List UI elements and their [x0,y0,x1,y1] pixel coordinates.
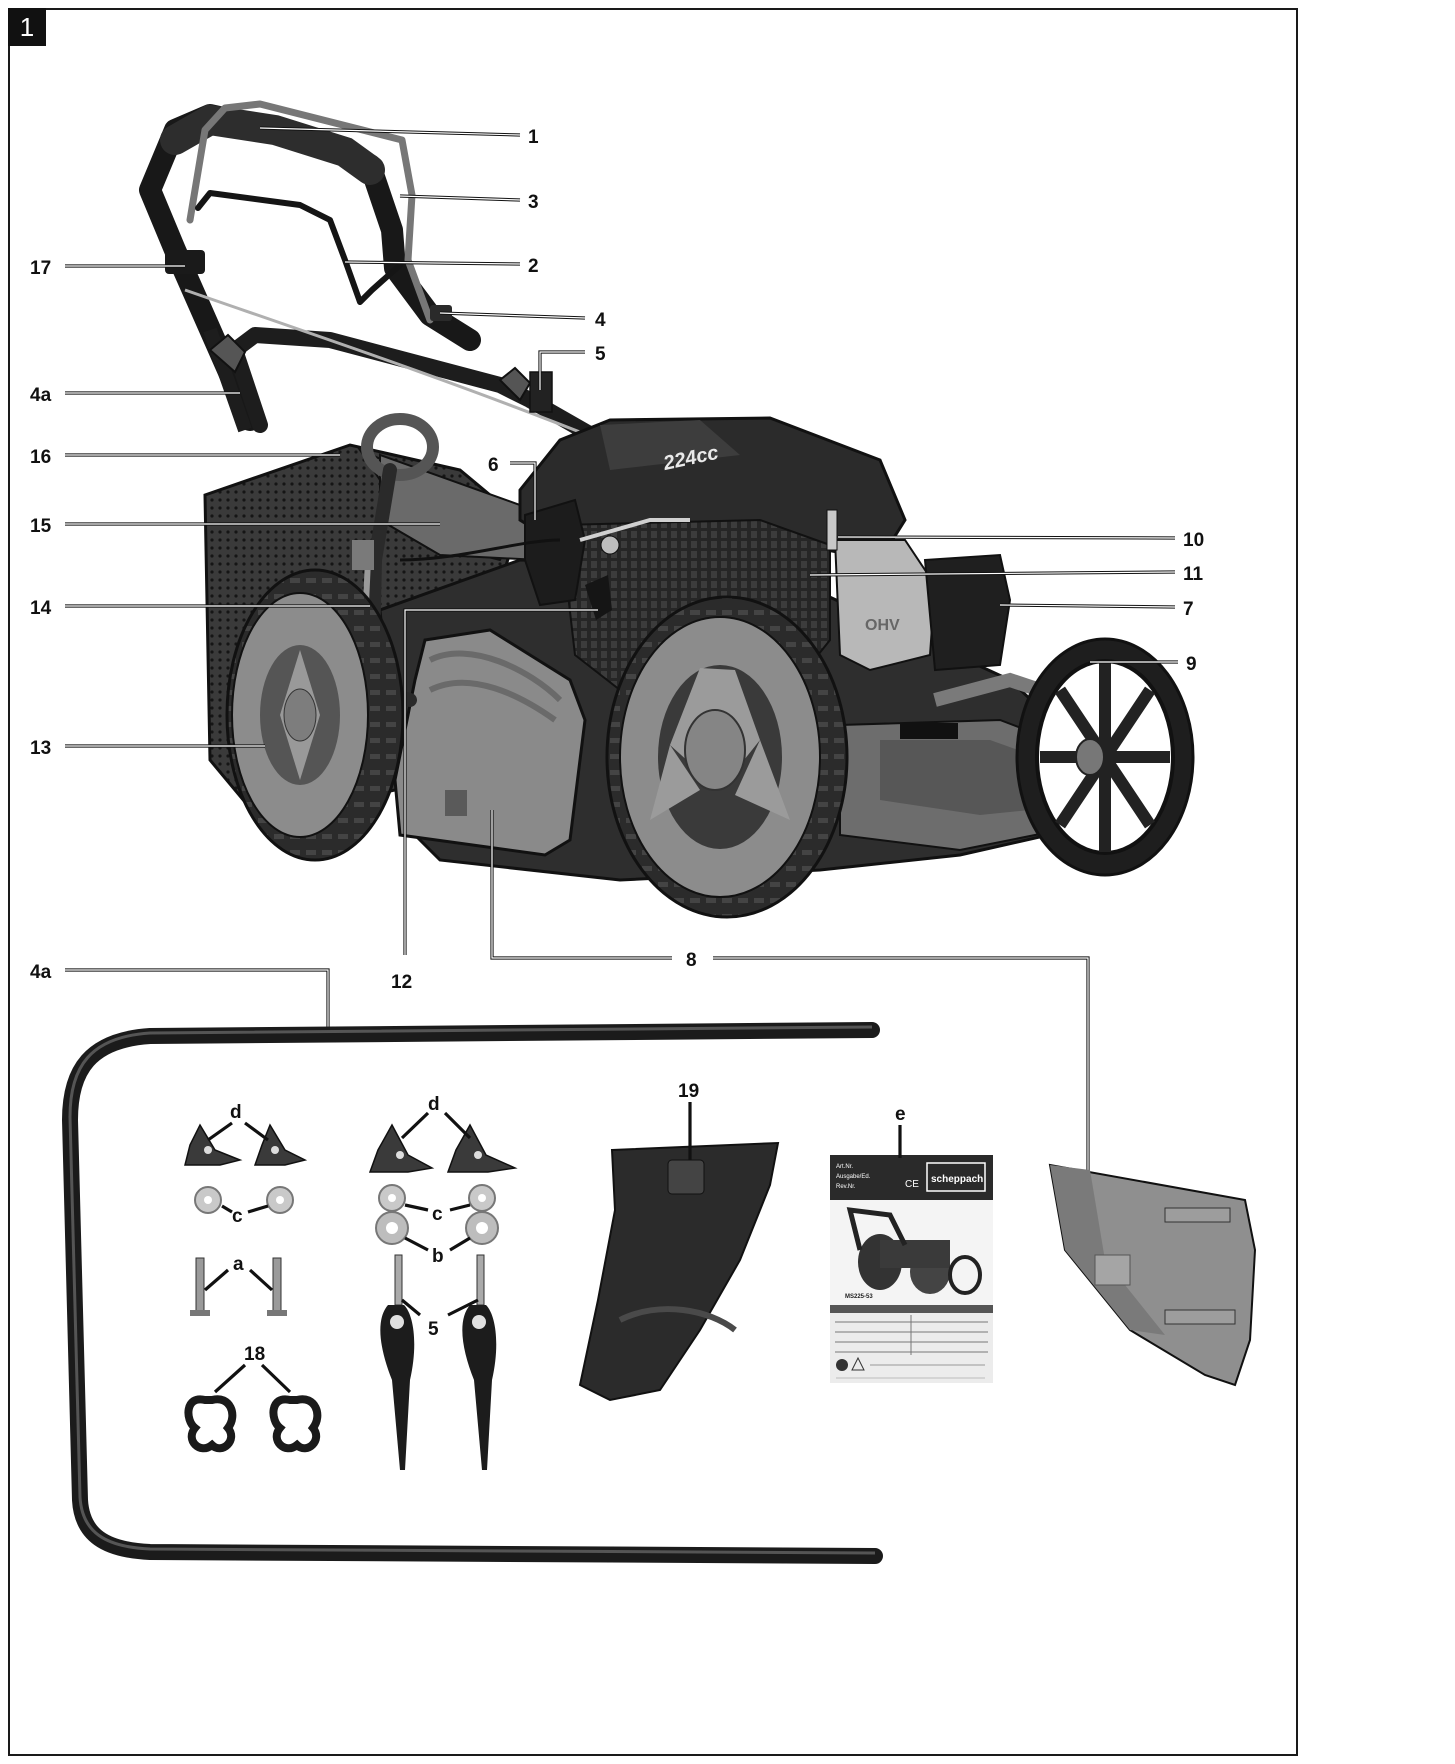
figure-number-badge: 1 [8,8,46,46]
callout-4a: 4a [30,385,52,406]
oil-dipstick [585,575,612,620]
cutting-height-lever-knob [361,413,439,481]
cable-clip-18a [184,1395,237,1453]
side-discharge-part [1048,1163,1257,1387]
lower-handle-part [61,1022,883,1564]
rear-wheel [225,568,405,862]
right-wheel [1015,637,1195,877]
callout-7: 7 [1183,599,1194,620]
callout-18: 18 [244,1344,265,1365]
callout-16: 16 [30,447,51,468]
star-knob-d3 [368,1123,435,1173]
hardware-set-left: d c a 18 [184,1102,322,1453]
callout-17: 17 [30,258,51,279]
callout-b: b [432,1246,444,1267]
bolt-a2 [272,1257,282,1315]
callout-6: 6 [488,455,499,476]
fuel-tank [524,498,587,607]
front-wheel [605,595,849,919]
engine-brake-bar [186,100,434,324]
star-knob-d4 [446,1123,518,1173]
callout-c-middle: c [432,1204,443,1225]
clamp-lever-5b [462,1305,497,1470]
clamp-lever-5a [380,1305,415,1470]
callout-1: 1 [528,127,539,148]
spark-plug [826,509,838,551]
callout-13: 13 [30,738,51,759]
callout-10: 10 [1183,530,1204,551]
callout-c-left: c [232,1206,243,1227]
callout-d-left: d [230,1102,242,1123]
callout-4: 4 [595,310,606,331]
bolt-a1 [195,1257,205,1315]
callout-e: e [895,1104,906,1125]
callout-12: 12 [391,972,412,993]
label-field-3: Rev.Nr. [836,1184,856,1190]
air-filter [923,553,1012,672]
label-card-e: Art.Nr. Ausgabe/Ed. Rev.Nr. CE scheppach… [830,1104,993,1383]
star-knob-d1 [184,1123,243,1166]
callout-3: 3 [528,192,539,213]
label-ce: CE [905,1179,919,1190]
callout-19: 19 [678,1081,699,1102]
callout-9: 9 [1186,654,1197,675]
cylinder-head [833,539,937,672]
callout-leaders [65,126,1178,1190]
callout-4a-parts: 4a [30,962,52,983]
wing-nut-left [208,333,247,374]
flap-tab [445,790,467,816]
deck-badge [900,723,958,739]
star-knob-d2 [253,1123,308,1166]
callout-14: 14 [30,598,52,619]
callout-d-middle: d [428,1094,440,1115]
callout-5-parts: 5 [428,1319,439,1340]
cable-clip [165,250,205,274]
lawn-mower-illustration: 224cc OHV [139,100,1195,919]
label-field-1: Art.Nr. [836,1164,853,1170]
callout-labels: 1 3 2 4 5 6 10 11 7 9 17 4a 16 15 14 13 … [30,127,1204,993]
label-field-2: Ausgabe/Ed. [836,1174,871,1180]
mulch-plug-handle [352,540,374,570]
callout-15: 15 [30,516,52,537]
callout-2: 2 [528,256,539,277]
hardware-set-middle: d c b 5 [368,1094,518,1470]
ohv-text: OHV [865,617,900,634]
mulch-deflector-19: 19 [578,1081,780,1402]
callout-8: 8 [686,950,697,971]
label-brand: scheppach [931,1174,983,1185]
callout-a: a [233,1254,244,1275]
callout-5: 5 [595,344,606,365]
callout-11: 11 [1183,564,1204,585]
figure-frame [8,8,1298,1756]
label-model: MS225-53 [845,1294,873,1300]
cable-clip-18b [269,1395,322,1453]
drive-lever [195,190,403,305]
